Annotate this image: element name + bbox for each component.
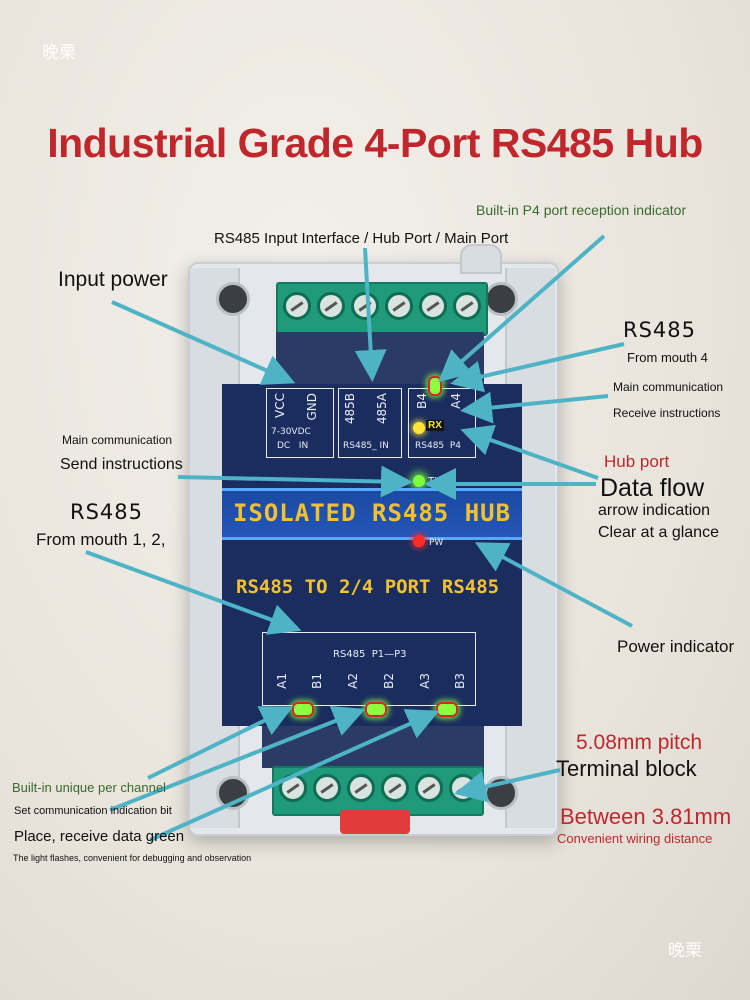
mounting-hole [216,776,250,810]
arrow-from-mouth-123 [85,550,302,635]
label-from-mouth-4: From mouth 4 [627,350,708,365]
label-hub-port: Hub port [604,452,670,471]
pw-label: PW [429,538,444,548]
arrow-terminal-block [454,768,561,803]
label-clear-glance: Clear at a glance [598,524,719,541]
terminal-screw [385,292,413,320]
rs485-p4: RS485 P4 [415,441,462,451]
label-place-receive: Place, receive data green [14,828,185,845]
terminal-screw [313,774,341,802]
terminal-screw [381,774,409,802]
terminal-screw [419,292,447,320]
rx-led [413,422,425,434]
arrow-input-interface [354,247,387,382]
label-set-comm: Set communication indication bit [14,805,172,817]
label-between-381: Between 3.81mm [560,804,732,829]
red-fuse [340,810,410,834]
label-light-flashes: The light flashes, convenient for debugg… [13,853,252,863]
terminal-screw [279,774,307,802]
terminal-screw [347,774,375,802]
arrow-send-instructions [177,465,413,498]
band-text: ISOLATED RS485 HUB [232,499,512,527]
power-led [413,535,425,547]
bottom-header: RS485 P1—P3 [333,649,407,660]
label-data-flow: Data flow [600,474,705,502]
sub-text: RS485 TO 2/4 PORT RS485 [236,576,500,598]
terminal-screw [415,774,443,802]
label-input-power: Input power [58,268,168,291]
mounting-hole [216,282,250,316]
label-convenient-wiring: Convenient wiring distance [557,831,713,846]
page-title: Industrial Grade 4-Port RS485 Hub [47,120,703,166]
rs485-in: RS485_ IN [343,441,389,451]
arrow-receive-instructions [460,391,609,424]
label-main-comm-left: Main communication [62,433,173,447]
channel-led-2 [365,702,387,717]
label-receive-instructions: Receive instructions [613,406,721,420]
terminal-pins-bottom [262,726,484,768]
label-from-mouth-123: From mouth 1, 2, [36,530,166,549]
dc-range: 7-30VDC [271,427,311,437]
top-latch [460,244,502,274]
label-power-indicator: Power indicator [617,637,735,656]
label-rs485-right: RS485 [623,318,697,342]
watermark-top: 晚栗 [42,43,76,63]
arrow-channel-3 [149,709,440,842]
terminal-screw [351,292,379,320]
label-input-interface: RS485 Input Interface / Hub Port / Main … [214,230,509,247]
rx-label: RX [426,420,444,431]
terminal-screw [453,292,481,320]
label-builtin-unique: Built-in unique per channel [12,780,166,795]
label-terminal-block: Terminal block [556,756,697,781]
arrow-p4-indicator [437,234,606,383]
input-label-box: 485B 485A RS485_ IN [338,388,402,458]
watermark-bottom: 晚栗 [668,941,702,961]
terminal-screw [283,292,311,320]
arrow-from-mouth-4 [450,342,625,393]
tx-led [413,475,425,487]
label-send-instructions: Send instructions [60,456,183,473]
label-p4-indicator: Built-in P4 port reception indicator [476,202,687,218]
label-pitch-508: 5.08mm pitch [576,731,703,754]
terminal-screw [317,292,345,320]
label-rs485-left: RS485 [70,500,144,524]
arrow-channel-1 [147,706,294,780]
power-label-box: VCC GND 7-30VDC DC IN [266,388,334,458]
arrow-hub-port [460,424,599,480]
arrow-channel-2 [109,705,366,812]
label-main-comm-right: Main communication [613,380,724,394]
arrow-input-power [111,300,296,385]
dc-in: DC IN [277,441,309,451]
arrow-power-indicator [474,542,633,628]
isolated-hub-band: ISOLATED RS485 HUB [222,488,522,540]
label-arrow-indication: arrow indication [598,502,711,519]
mounting-hole [484,282,518,316]
